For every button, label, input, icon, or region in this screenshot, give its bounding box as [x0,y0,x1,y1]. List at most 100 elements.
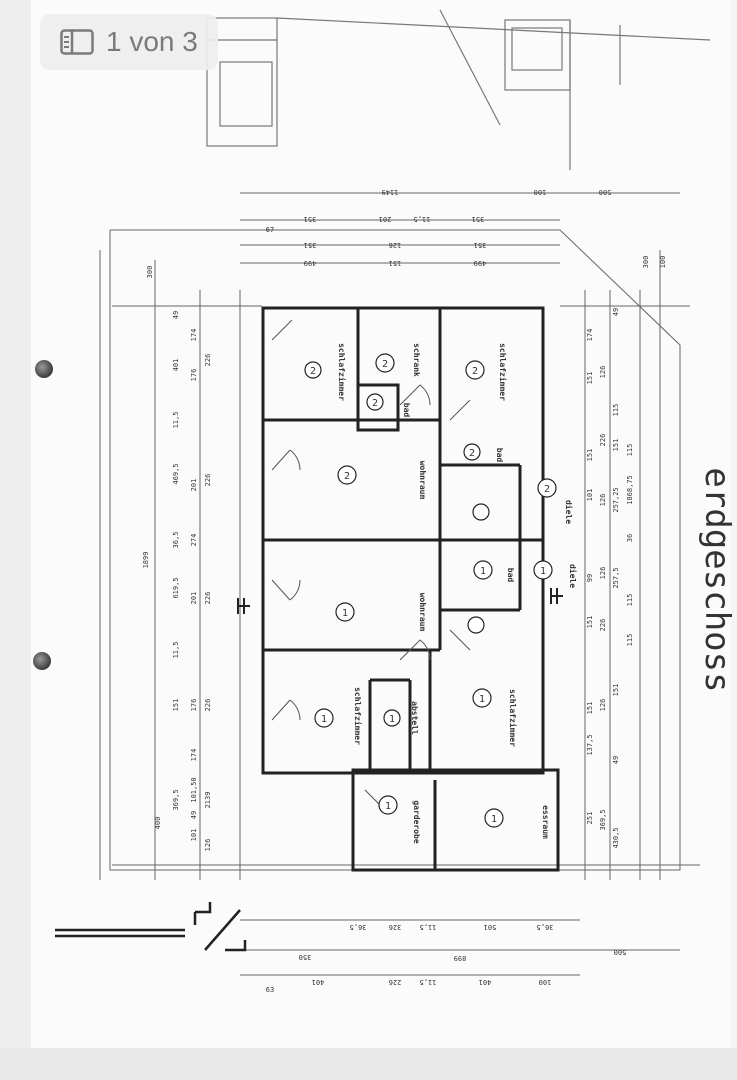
dimension-label: 369,5 [172,789,180,810]
room-label: essraum [541,805,550,839]
page-thumbnail-icon [60,29,94,55]
unit-number: 1 [479,694,485,705]
room-label: diele [568,564,578,588]
dimension-label: 201 [190,592,198,605]
dimension-label: 101 [190,829,198,842]
room-label: schlafzimmer [353,687,363,745]
room-label: schlafzimmer [508,689,518,747]
dimension-label: 126 [204,839,212,852]
dimension-label: 11,5 [172,642,180,659]
dimension-label: 151 [586,372,594,385]
plan-title: erdgeschoss [697,467,737,692]
dimension-label: 351 [472,215,485,223]
dimension-label: 151 [612,439,620,452]
dimension-label: 1149 [382,188,399,196]
dimension-label: 201 [190,479,198,492]
floor-plan-drawing: 2 2 2 2 2 2 2 1 1 1 1 1 1 1 1 schlafzimm… [55,9,737,994]
page-margin [0,0,31,1048]
page-bottom-edge [0,1048,737,1080]
dimension-label: 174 [190,749,198,762]
dimension-label: 126 [599,366,607,379]
room-label: garderobe [412,800,421,844]
dimension-label: 1899 [142,552,150,569]
dimension-label: 499 [304,259,317,267]
unit-number: 1 [342,608,348,619]
dimension-label: 326 [389,923,402,931]
dimension-label: 469,5 [172,463,180,484]
room-label: bad [495,448,504,463]
unit-number: 2 [469,448,475,459]
room-label: schlafzimmer [498,343,508,401]
dimension-label: 400 [154,817,162,830]
room-label: wohnraum [418,461,427,500]
dimension-label: 126 [389,241,402,249]
dimension-label: 36,5 [537,923,554,931]
room-label: wohnraum [418,593,427,632]
dimension-label: 100 [659,256,667,269]
room-label: schlafzimmer [337,343,347,401]
dimension-label: 49 [190,811,198,819]
dimension-label: 11,5 [420,978,437,986]
dimension-label: 101,50 [190,777,198,802]
unit-number: 2 [372,398,378,409]
dimension-label: 11,5 [414,215,431,223]
dimension-label: 115 [626,444,634,457]
dimension-label: 226 [599,619,607,632]
dimension-label: 369,5 [599,809,607,830]
room-label: bad [402,403,411,418]
dimension-label: 36,5 [172,532,180,549]
dimension-label: 151 [612,684,620,697]
dimension-label: 126 [599,567,607,580]
dimension-label: 115 [626,634,634,647]
scanned-page [31,0,731,1048]
room-label: bad [506,568,515,583]
dimension-label: 49 [612,308,620,316]
room-label: diele [564,500,574,524]
dimension-label: 500 [614,948,627,956]
dimension-label: 99 [586,574,594,582]
room-label: abstell [410,701,419,735]
unit-number: 2 [544,484,550,495]
dimension-label: 100 [534,188,547,196]
right-dimensions: 251 137,5 151 151 99 101 151 151 174 369… [586,308,634,849]
unit-number: 1 [491,814,497,825]
dimension-label: 67 [266,226,274,234]
north-arrow-icon [55,902,247,952]
unit-number: 2 [310,366,316,377]
dimension-label: 351 [304,215,317,223]
dimension-label: 151 [586,616,594,629]
punch-hole-icon [35,360,53,378]
dimension-label: 226 [204,699,212,712]
dimension-label: 257,5 [612,567,620,588]
dimension-label: 174 [586,329,594,342]
dimension-label: 501 [484,923,497,931]
dimension-label: 500 [599,188,612,196]
room-label: schrank [412,343,421,377]
unit-number: 1 [385,801,391,812]
dimension-label: 430,5 [612,827,620,848]
punch-hole-icon [33,652,51,670]
dimension-label: 36,5 [350,923,367,931]
dimension-label: 401 [312,978,325,986]
dimension-label: 2139 [204,792,212,809]
dimension-label: 201 [379,215,392,223]
dimension-label: 899 [454,954,467,962]
dimension-label: 350 [299,953,312,961]
unit-number: 1 [321,714,327,725]
dimension-label: 619,5 [172,577,180,598]
unit-number: 1 [389,714,395,725]
dimension-label: 49 [172,311,180,319]
page-indicator[interactable]: 1 von 3 [40,14,218,70]
unit-numbers: 2 2 2 2 2 2 2 1 1 1 1 1 1 1 1 [310,359,550,825]
dimension-label: 257,25 [612,487,620,512]
door-swings [271,319,471,811]
dimension-label: 11,5 [420,923,437,931]
page-indicator-label: 1 von 3 [106,26,198,57]
dimension-label: 226 [204,354,212,367]
dimension-label: 176 [190,699,198,712]
dimension-label: 174 [190,329,198,342]
dimension-label: 226 [204,474,212,487]
dimension-label: 176 [190,369,198,382]
room-labels: schlafzimmer schrank schlafzimmer bad wo… [337,343,578,844]
